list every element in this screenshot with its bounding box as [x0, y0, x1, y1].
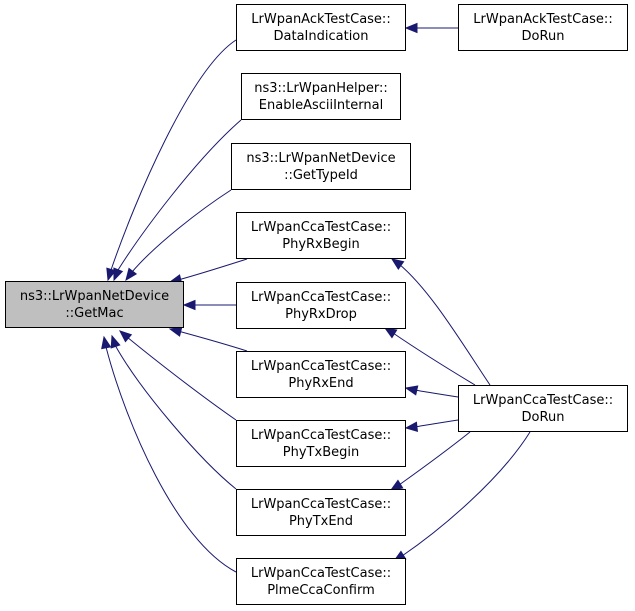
- node-ack-dorun[interactable]: LrWpanAckTestCase:: DoRun: [458, 4, 628, 51]
- node-ack-dorun-line1: LrWpanAckTestCase::: [473, 11, 613, 27]
- arrowhead-cca_dorun-to-rxdrop: [383, 327, 398, 339]
- node-gettypeid-line2: ::GetTypeId: [284, 167, 358, 183]
- edge-cca_dorun-to-rxbegin: [398, 263, 491, 386]
- node-gettypeid-line1: ns3::LrWpanNetDevice: [246, 150, 396, 166]
- edge-cca_dorun-to-rxend: [414, 389, 459, 398]
- node-ack-dataindication-line2: DataIndication: [273, 28, 369, 44]
- node-gettypeid[interactable]: ns3::LrWpanNetDevice ::GetTypeId: [231, 143, 411, 190]
- edge-cca_dorun-to-txend: [398, 431, 471, 486]
- arrowhead-rxdrop-to-getmac: [182, 299, 196, 311]
- node-helper-line2: EnableAsciiInternal: [258, 97, 384, 113]
- node-phyrxbegin-line1: LrWpanCcaTestCase::: [250, 219, 392, 235]
- node-cca-dorun-line1: LrWpanCcaTestCase::: [472, 392, 614, 408]
- node-phyrxdrop-line1: LrWpanCcaTestCase::: [250, 289, 392, 305]
- node-phyrxbegin[interactable]: LrWpanCcaTestCase:: PhyRxBegin: [236, 212, 406, 259]
- arrowhead-cca_dorun-to-rxend: [404, 385, 419, 396]
- node-phytxbegin[interactable]: LrWpanCcaTestCase:: PhyTxBegin: [236, 420, 406, 467]
- node-cca-dorun[interactable]: LrWpanCcaTestCase:: DoRun: [458, 385, 628, 432]
- node-phyrxend[interactable]: LrWpanCcaTestCase:: PhyRxEnd: [236, 351, 406, 398]
- node-cca-dorun-line2: DoRun: [521, 409, 565, 425]
- edge-plme-to-getmac: [105, 346, 237, 573]
- arrowhead-cca_dorun-to-rxbegin: [390, 258, 405, 270]
- node-ack-dataindication-line1: LrWpanAckTestCase::: [251, 11, 391, 27]
- arrowhead-txbegin-to-getmac: [118, 330, 133, 343]
- node-phytxend-line2: PhyTxEnd: [288, 513, 354, 529]
- node-helper-line1: ns3::LrWpanHelper::: [254, 80, 388, 96]
- node-phyrxbegin-line2: PhyRxBegin: [282, 236, 360, 252]
- arrowhead-txend-to-getmac: [110, 334, 121, 349]
- node-plmeccaconfirm-line1: LrWpanCcaTestCase::: [250, 565, 392, 581]
- arrowhead-ack_dataind-to-getmac: [106, 267, 117, 282]
- node-phytxend[interactable]: LrWpanCcaTestCase:: PhyTxEnd: [236, 489, 406, 536]
- edge-ack_dataind-to-getmac: [110, 39, 237, 271]
- edge-helper-to-getmac: [117, 119, 242, 271]
- node-phyrxdrop-line2: PhyRxDrop: [285, 306, 357, 322]
- node-phyrxend-line2: PhyRxEnd: [288, 375, 354, 391]
- node-plmeccaconfirm[interactable]: LrWpanCcaTestCase:: PlmeCcaConfirm: [236, 558, 406, 605]
- node-ack-dataindication[interactable]: LrWpanAckTestCase:: DataIndication: [236, 4, 406, 51]
- edge-rxbegin-to-getmac: [177, 258, 248, 281]
- arrowhead-rxend-to-getmac: [168, 326, 183, 337]
- arrowhead-ack_dorun-to-ack_dataind: [404, 22, 418, 34]
- edge-cca_dorun-to-plme: [401, 431, 531, 557]
- node-getmac-line1: ns3::LrWpanNetDevice: [19, 288, 170, 304]
- node-plmeccaconfirm-line2: PlmeCcaConfirm: [267, 582, 375, 598]
- node-helper-enableasciiinternal[interactable]: ns3::LrWpanHelper:: EnableAsciiInternal: [241, 73, 401, 120]
- node-phytxend-line1: LrWpanCcaTestCase::: [250, 496, 392, 512]
- node-phyrxdrop[interactable]: LrWpanCcaTestCase:: PhyRxDrop: [236, 282, 406, 329]
- arrowhead-cca_dorun-to-txend: [389, 479, 404, 491]
- edge-cca_dorun-to-rxdrop: [392, 332, 476, 386]
- arrowhead-cca_dorun-to-txbegin: [404, 421, 419, 432]
- arrowhead-plme-to-getmac: [101, 335, 112, 350]
- node-getmac[interactable]: ns3::LrWpanNetDevice ::GetMac: [5, 281, 184, 328]
- edge-txbegin-to-getmac: [126, 336, 237, 421]
- edge-cca_dorun-to-txbegin: [414, 419, 459, 428]
- node-getmac-line2: ::GetMac: [65, 305, 124, 321]
- edge-rxend-to-getmac: [177, 330, 248, 352]
- arrowhead-gettypeid-to-getmac: [125, 267, 138, 282]
- edge-txend-to-getmac: [114, 344, 237, 490]
- arrowhead-helper-to-getmac: [113, 267, 124, 282]
- node-ack-dorun-line2: DoRun: [521, 28, 565, 44]
- node-phytxbegin-line1: LrWpanCcaTestCase::: [250, 427, 392, 443]
- node-phyrxend-line1: LrWpanCcaTestCase::: [250, 358, 392, 374]
- node-phytxbegin-line2: PhyTxBegin: [282, 444, 360, 460]
- edge-gettypeid-to-getmac: [131, 189, 232, 273]
